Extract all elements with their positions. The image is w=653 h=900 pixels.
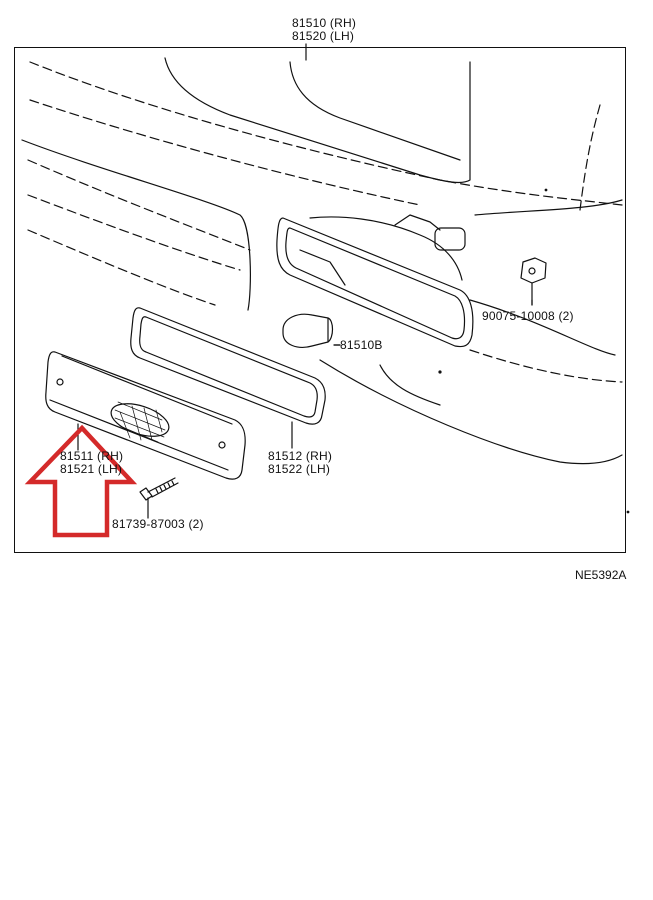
turn-signal-housing (276, 214, 474, 348)
label-screw: 81739-87003 (2) (112, 517, 204, 531)
label-top-assembly: 81510 (RH) 81520 (LH) (292, 17, 356, 43)
gasket (130, 307, 326, 449)
label-gasket-rh: 81512 (RH) (268, 449, 333, 463)
diagram-frame (14, 47, 626, 553)
bumper-dashed-contours (27, 61, 623, 383)
side-marker-lens (45, 351, 246, 480)
label-lens: 81511 (RH) 81521 (LH) (60, 450, 123, 476)
label-top-assembly-lh: 81520 (LH) (292, 29, 355, 43)
figure-code: NE5392A (575, 568, 627, 582)
clip (520, 257, 547, 306)
highlight-arrow (24, 424, 138, 538)
label-lens-rh: 81511 (RH) (60, 449, 124, 463)
label-gasket-lh: 81522 (LH) (268, 462, 331, 476)
label-gasket: 81512 (RH) 81522 (LH) (268, 450, 332, 476)
label-lens-lh: 81521 (LH) (60, 462, 123, 476)
label-bulb: 81510B (340, 338, 383, 352)
screw (139, 477, 179, 519)
bulb (282, 313, 341, 348)
label-clip: 90075-10008 (2) (482, 309, 574, 323)
label-top-assembly-rh: 81510 (RH) (292, 16, 357, 30)
bumper-body-outline (21, 57, 623, 465)
